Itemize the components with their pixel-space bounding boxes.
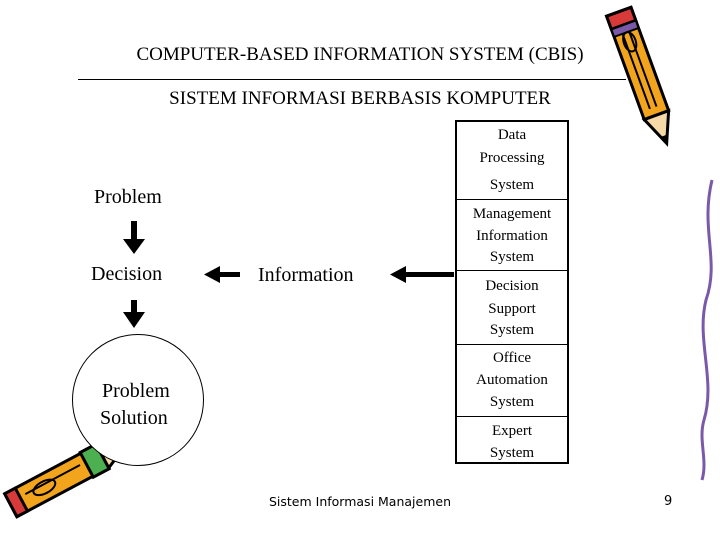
oas-line1: Office	[492, 350, 532, 366]
page-title: COMPUTER-BASED INFORMATION SYSTEM (CBIS)	[136, 44, 584, 65]
dss-line3: System	[489, 322, 535, 338]
arrow-information-to-decision	[204, 266, 240, 283]
arrow-problem-to-decision	[123, 221, 145, 254]
solution-label-line2: Solution	[100, 407, 168, 429]
dss-line1: Decision	[485, 278, 539, 294]
system-divider	[457, 270, 567, 271]
decision-label: Decision	[91, 263, 163, 285]
es-line1: Expert	[492, 423, 532, 439]
footer-text: Sistem Informasi Manajemen	[268, 494, 451, 509]
dss-line2: Support	[488, 301, 536, 317]
system-divider	[457, 416, 567, 417]
arrow-systems-to-information	[390, 266, 454, 283]
dps-line2: Processing	[479, 150, 545, 166]
systems-column: Data Processing System Management Inform…	[455, 120, 569, 464]
page-number: 9	[664, 494, 673, 509]
scribble-line	[700, 179, 714, 481]
arrow-decision-to-solution	[123, 300, 145, 328]
problem-label: Problem	[94, 186, 162, 208]
system-divider	[457, 199, 567, 200]
dps-line3: System	[489, 177, 535, 193]
dps-line1: Data	[497, 127, 527, 143]
mis-line1: Management	[472, 206, 552, 222]
oas-line2: Automation	[476, 372, 548, 388]
pencil-icon	[604, 5, 671, 147]
mis-line3: System	[489, 249, 535, 265]
system-divider	[457, 344, 567, 345]
solution-label-line1: Problem	[102, 380, 170, 402]
es-line2: System	[489, 445, 535, 461]
page-subtitle: SISTEM INFORMASI BERBASIS KOMPUTER	[169, 88, 551, 109]
oas-line3: System	[489, 394, 535, 410]
mis-line2: Information	[476, 228, 548, 244]
solution-circle	[72, 334, 204, 466]
information-label: Information	[258, 264, 354, 286]
title-divider	[78, 79, 626, 80]
